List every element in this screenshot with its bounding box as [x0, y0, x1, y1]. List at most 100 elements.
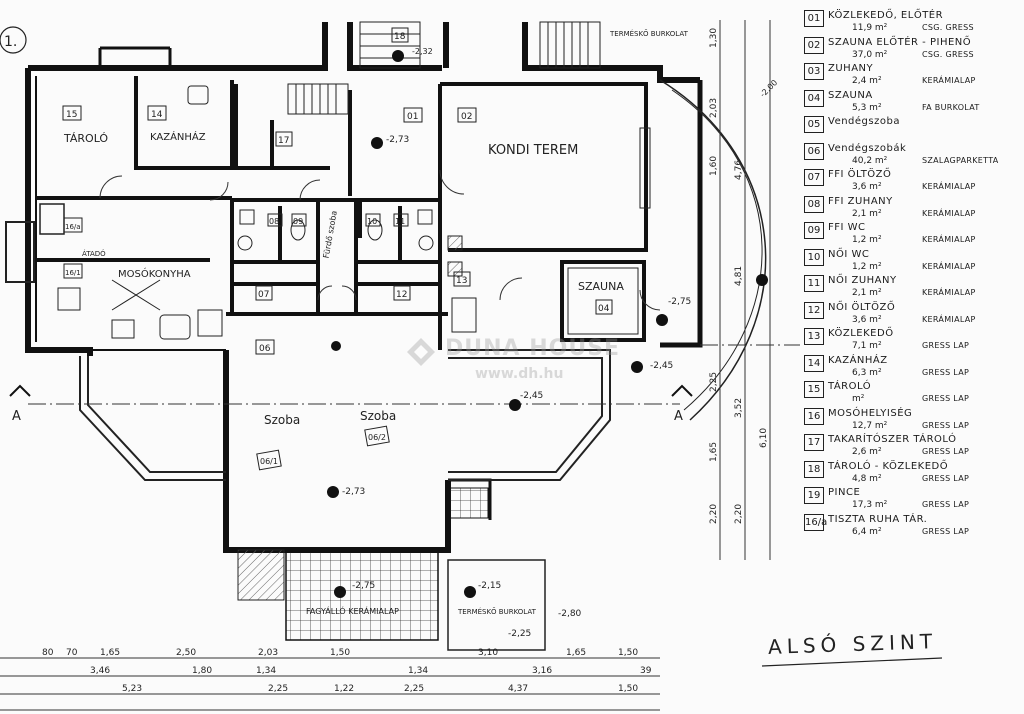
svg-text:2,03: 2,03	[258, 648, 278, 658]
legend-room-material: GRESS LAP	[922, 473, 970, 483]
room-13-num: 13	[456, 276, 467, 286]
legend-room-area: 6,4 m²	[852, 526, 882, 537]
svg-text:2,50: 2,50	[176, 648, 196, 658]
atado-label: ÁTADÓ	[82, 249, 106, 258]
legend-room-number: 16/a	[804, 513, 827, 531]
room-16-name: MOSÓKONYHA	[118, 267, 191, 280]
room-02-name: KONDI TEREM	[488, 143, 578, 158]
legend-room-material: CSG. GRESS	[922, 23, 974, 32]
legend-room-number: 06	[804, 142, 824, 160]
section-marker-left: A	[9, 384, 31, 424]
room-14-num: 14	[151, 110, 163, 120]
svg-text:2,25: 2,25	[709, 372, 719, 392]
svg-text:2,25: 2,25	[404, 684, 424, 694]
legend-room-name: TÁROLÓ - KÖZLEKEDŐ	[828, 460, 949, 472]
svg-text:1,22: 1,22	[334, 684, 354, 694]
room-10-num: 10	[367, 217, 377, 226]
svg-text:-2,80: -2,80	[558, 609, 582, 619]
level-markers	[327, 50, 768, 598]
svg-text:1,60: 1,60	[709, 156, 719, 176]
sauna-box	[560, 260, 646, 342]
stone-top-label: TERMÉSKŐ BURKOLAT	[609, 29, 689, 38]
legend-room-number: 13	[804, 328, 824, 345]
svg-text:1,50: 1,50	[618, 648, 638, 658]
watermark-brand: DUNA HOUSE	[445, 336, 621, 361]
legend-room-name: NŐI WC	[828, 248, 870, 260]
stone-label: TERMÉSKŐ BURKOLAT	[457, 607, 537, 616]
svg-text:-2,25: -2,25	[508, 629, 531, 639]
legend-room-name: PINCE	[828, 487, 861, 498]
svg-text:1,30: 1,30	[709, 28, 719, 48]
watermark-url: www.dh.hu	[475, 366, 564, 382]
svg-text:70: 70	[66, 648, 78, 658]
legend-room-area: 7,1 m²	[852, 341, 882, 351]
legend-room-area: 3,6 m²	[852, 314, 882, 325]
svg-text:A: A	[12, 409, 21, 424]
section-marker-right: A	[671, 384, 693, 424]
legend-room-number: 18	[804, 460, 824, 478]
bay-walls	[79, 79, 767, 481]
room-18-num: 18	[394, 32, 406, 42]
legend-room-material: GRESS LAP	[922, 341, 970, 350]
room-06-2-num: 06/2	[368, 433, 386, 442]
legend-room-material: FA BURKOLAT	[922, 102, 980, 112]
sheet-number-marker: 1.	[0, 26, 27, 54]
legend-room-area: 2,1 m²	[852, 208, 882, 219]
svg-text:1,34: 1,34	[408, 666, 428, 676]
room-06-num: 06	[259, 344, 271, 354]
legend-room-area: 12,7 m²	[852, 420, 888, 431]
legend-room-material: KERÁMIALAP	[922, 314, 976, 324]
legend-room-area: 4,8 m²	[852, 473, 882, 484]
svg-text:-2,75: -2,75	[668, 297, 691, 307]
room-09-num: 09	[293, 217, 303, 226]
legend-room-number: 05	[804, 116, 824, 133]
room-tags: 15 TÁROLÓ 14 KAZÁNHÁZ 17 01 02 KONDI TER…	[62, 27, 689, 616]
room-08-num: 08	[269, 217, 279, 226]
drawing-title: ALSÓ SZINT	[758, 628, 948, 672]
legend-room-number: 02	[804, 36, 824, 54]
room-06-2-name: Szoba	[360, 409, 396, 423]
legend-room-name: Vendégszoba	[828, 116, 900, 127]
room-02-num: 02	[461, 112, 472, 122]
svg-text:4,37: 4,37	[508, 684, 528, 694]
fuerdo-label: Fürdő szoba	[322, 210, 339, 259]
svg-text:3,10: 3,10	[478, 648, 498, 658]
stairs-top	[287, 21, 601, 115]
section-lines	[28, 344, 800, 405]
svg-text:-2,15: -2,15	[478, 581, 501, 591]
legend-room-number: 12	[804, 301, 824, 319]
fixtures	[57, 85, 651, 340]
legend-room-number: 01	[804, 10, 824, 27]
legend-room-name: NŐI ZUHANY	[828, 275, 897, 286]
legend-room-material: GRESS LAP	[922, 500, 970, 509]
room-06-1-name: Szoba	[264, 413, 300, 427]
legend-room-number: 11	[804, 275, 824, 292]
room-01-num: 01	[407, 112, 418, 122]
legend-room-name: KÖZLEKEDŐ	[828, 328, 894, 339]
legend-row: 05 Vendégszoba	[800, 116, 1022, 143]
legend-room-material: KERÁMIALAP	[922, 76, 976, 85]
svg-text:6,10: 6,10	[759, 428, 769, 448]
legend-room-name: FFI WC	[828, 222, 866, 233]
legend-room-area: 2,4 m²	[852, 76, 882, 86]
legend-room-number: 04	[804, 89, 824, 107]
legend-room-area: m²	[852, 394, 865, 404]
right-dimensions: 1,30 2,03 1,60 2,25 1,65 2,20 4,76 4,81 …	[709, 28, 769, 524]
interior-walls	[36, 76, 648, 350]
svg-text:3,52: 3,52	[734, 398, 744, 418]
svg-text:-2,32: -2,32	[412, 47, 433, 56]
terrace-tiles	[285, 487, 546, 651]
legend-room-material: CSG. GRESS	[922, 49, 974, 59]
legend-room-area: 17,3 m²	[852, 500, 888, 510]
